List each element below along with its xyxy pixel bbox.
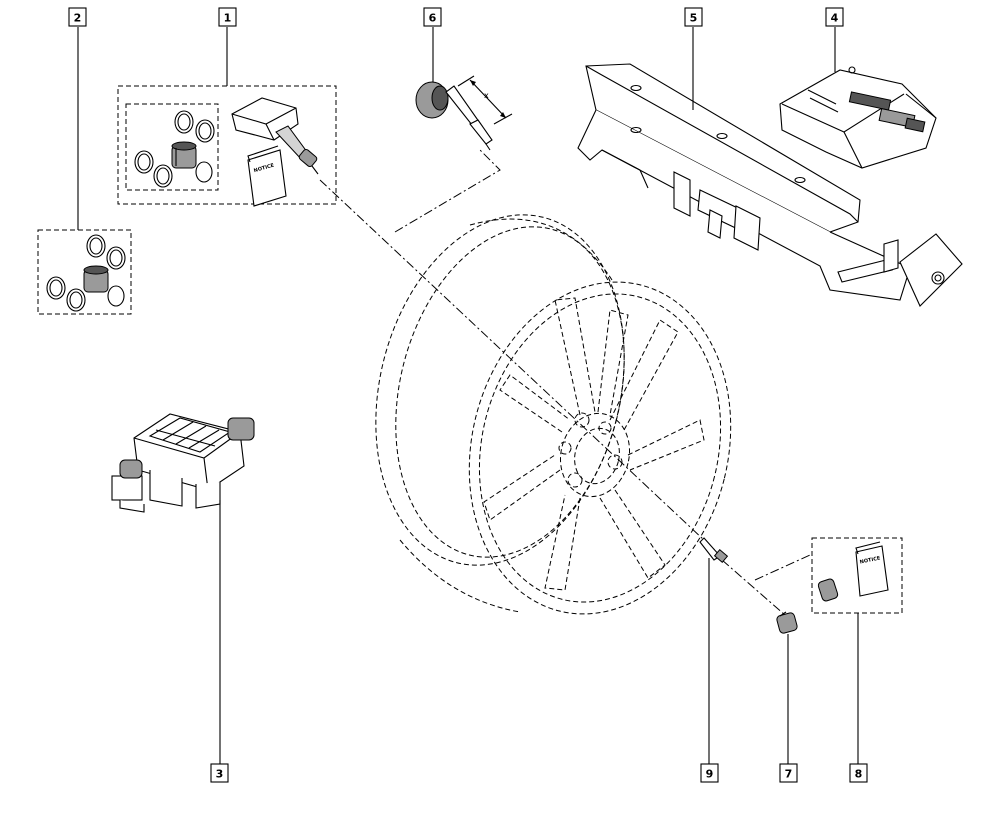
- callout-6-label: 6: [429, 12, 437, 25]
- seal-rings-kit-1: [134, 110, 215, 188]
- part-1-sensor-kit: NOTICE: [117, 85, 337, 207]
- part-4-control-unit: [779, 66, 937, 169]
- callout-5-label: 5: [690, 12, 698, 25]
- callout-5: 5: [684, 7, 703, 27]
- dimension-arrow: x: [457, 75, 513, 125]
- part-2-seal-kit: [37, 229, 132, 315]
- callout-4: 4: [825, 7, 844, 27]
- part-8-cap-kit: NOTICE: [811, 537, 903, 614]
- callout-1-label: 1: [224, 12, 232, 25]
- notice-label-2: NOTICE: [859, 555, 881, 565]
- callout-9-label: 9: [706, 768, 714, 781]
- wheel-rim-phantom: [375, 214, 732, 615]
- part-5-mounting-bracket: [577, 63, 963, 307]
- part-6-valve-stem: x: [415, 75, 513, 151]
- part-7-valve-cap: [776, 611, 798, 634]
- bracket-slots: [630, 84, 806, 184]
- part-9-valve-insert: [699, 537, 729, 563]
- dimension-label: x: [484, 91, 489, 100]
- callout-8: 8: [849, 763, 868, 783]
- connector-slots: [807, 89, 926, 133]
- callout-4-label: 4: [831, 12, 839, 25]
- notice-booklet-1: NOTICE: [247, 145, 287, 207]
- callout-8-label: 8: [855, 768, 863, 781]
- leader-lines: [77, 27, 859, 764]
- callout-3-label: 3: [216, 768, 224, 781]
- tpms-sensor: [231, 97, 319, 175]
- callout-7-label: 7: [785, 768, 793, 781]
- notice-label-1: NOTICE: [253, 162, 275, 174]
- part-3-receiver-module: [111, 413, 255, 513]
- assembly-center-lines: [319, 149, 811, 616]
- callout-3: 3: [210, 763, 229, 783]
- callout-6: 6: [423, 7, 442, 27]
- callout-1: 1: [218, 7, 237, 27]
- callout-9: 9: [700, 763, 719, 783]
- callout-2-label: 2: [74, 12, 82, 25]
- callout-2: 2: [68, 7, 87, 27]
- callout-7: 7: [779, 763, 798, 783]
